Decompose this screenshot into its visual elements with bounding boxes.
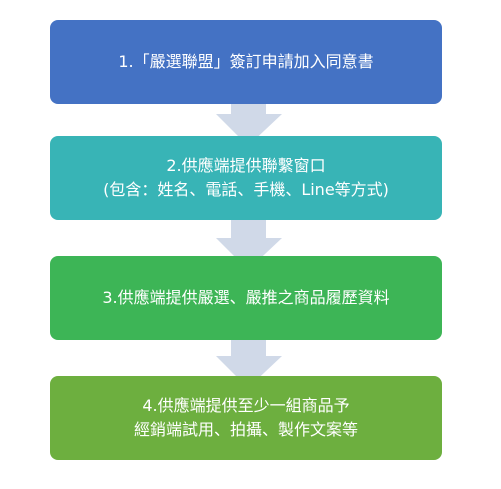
step-3-line-1: 3.供應端提供嚴選、嚴推之商品履歷資料	[102, 288, 390, 307]
step-2-line-1: 2.供應端提供聯繫窗口	[166, 156, 326, 175]
step-2-line-2: (包含：姓名、電話、手機、Line等方式)	[103, 180, 389, 199]
arrow-down-1	[216, 90, 282, 146]
step-4-line-2: 經銷端試用、拍攝、製作文案等	[133, 420, 358, 439]
step-1-box: 1.「嚴選聯盟」簽訂申請加入同意書	[50, 20, 442, 104]
step-3-box: 3.供應端提供嚴選、嚴推之商品履歷資料	[50, 256, 442, 340]
step-4-box: 4.供應端提供至少一組商品予 經銷端試用、拍攝、製作文案等	[50, 376, 442, 460]
step-4-line-1: 4.供應端提供至少一組商品予	[142, 396, 350, 415]
arrow-down-3	[216, 330, 282, 388]
arrow-down-2	[216, 210, 282, 270]
step-1-line-1: 1.「嚴選聯盟」簽訂申請加入同意書	[118, 52, 374, 71]
step-2-box: 2.供應端提供聯繫窗口 (包含：姓名、電話、手機、Line等方式)	[50, 136, 442, 220]
